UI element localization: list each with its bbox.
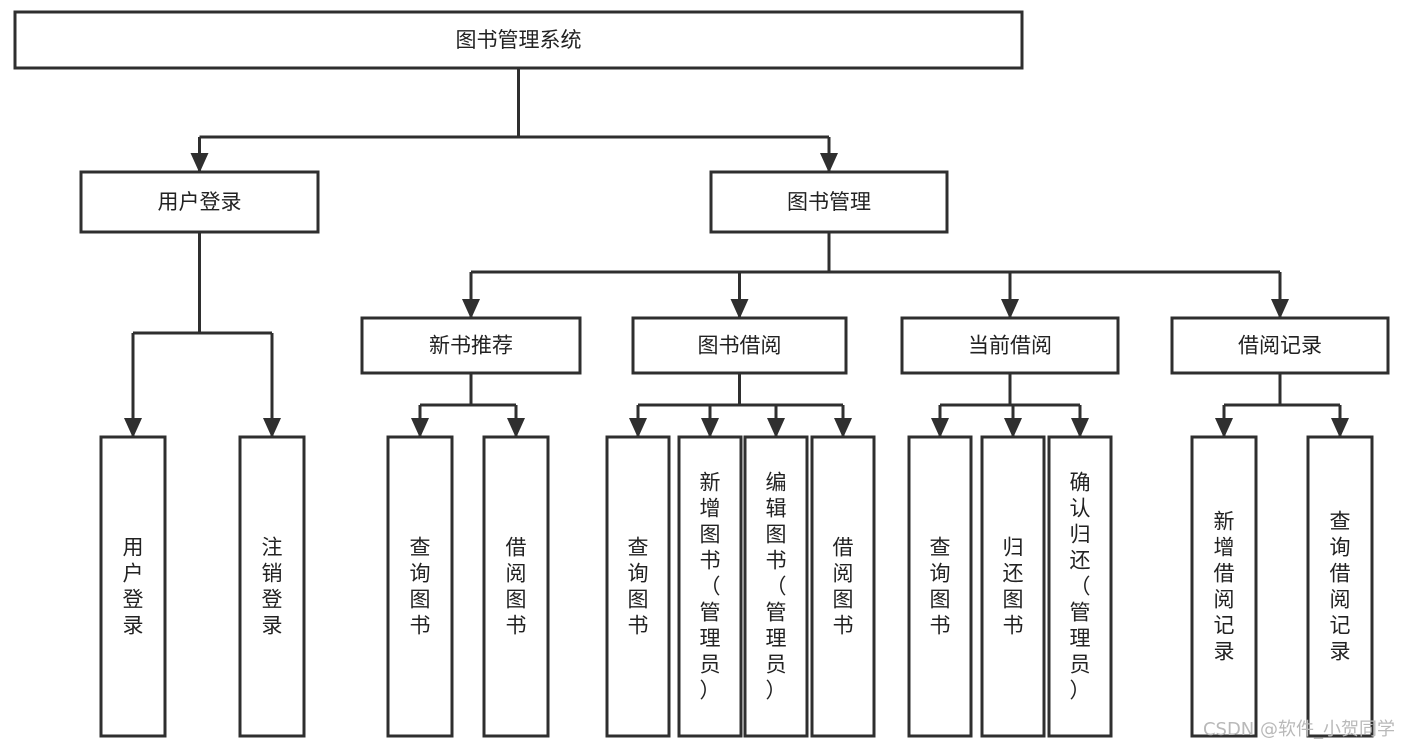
node-leaf-add-record[interactable]: 新增借阅记录 (1190, 435, 1258, 738)
node-leaf-query-book-3-label: 查询图书 (930, 536, 951, 638)
node-leaf-query-book-2[interactable]: 查询图书 (605, 435, 671, 738)
node-user-login-label: 用户登录 (158, 190, 242, 214)
node-leaf-return-book-label: 归还图书 (1003, 536, 1024, 638)
node-leaf-add-record-box (1190, 435, 1258, 738)
node-leaf-query-record-label: 查询借阅记录 (1330, 510, 1351, 664)
node-book-borrow-label: 图书借阅 (698, 334, 782, 358)
node-leaf-user-logout[interactable]: 注销登录 (238, 435, 306, 738)
node-leaf-query-book-2-label: 查询图书 (628, 536, 649, 638)
node-leaf-query-book-2-box (605, 435, 671, 738)
node-current-borrow-box (900, 316, 1120, 375)
node-layer: 图书管理系统用户登录图书管理新书推荐图书借阅当前借阅借阅记录用户登录注销登录查询… (13, 10, 1390, 738)
node-leaf-borrow-book-1[interactable]: 借阅图书 (482, 435, 550, 738)
node-book-management-box (709, 170, 949, 234)
node-borrow-record[interactable]: 借阅记录 (1170, 316, 1390, 375)
node-book-management[interactable]: 图书管理 (709, 170, 949, 234)
node-current-borrow-label: 当前借阅 (968, 334, 1052, 358)
node-leaf-user-login[interactable]: 用户登录 (99, 435, 167, 738)
node-new-book-recommend-label: 新书推荐 (429, 334, 513, 358)
node-leaf-return-book[interactable]: 归还图书 (980, 435, 1046, 738)
node-leaf-query-book-1[interactable]: 查询图书 (386, 435, 454, 738)
node-book-borrow-box (631, 316, 848, 375)
node-leaf-confirm-return-box (1047, 435, 1113, 738)
node-new-book-recommend-box (360, 316, 582, 375)
node-leaf-query-record[interactable]: 查询借阅记录 (1306, 435, 1374, 738)
node-leaf-query-book-1-box (386, 435, 454, 738)
watermark: CSDN @软件_小贺同学 (1202, 719, 1395, 740)
node-leaf-user-logout-box (238, 435, 306, 738)
node-leaf-add-book-label: 新增图书（管理员） (700, 471, 721, 703)
node-root-box (13, 10, 1024, 70)
node-leaf-query-book-3[interactable]: 查询图书 (907, 435, 973, 738)
node-leaf-query-book-3-box (907, 435, 973, 738)
node-borrow-record-box (1170, 316, 1390, 375)
node-leaf-borrow-book-1-box (482, 435, 550, 738)
node-borrow-record-label: 借阅记录 (1238, 334, 1322, 358)
node-leaf-confirm-return[interactable]: 确认归还（管理员） (1047, 435, 1113, 738)
node-leaf-edit-book-box (743, 435, 809, 738)
node-new-book-recommend[interactable]: 新书推荐 (360, 316, 582, 375)
node-leaf-return-book-box (980, 435, 1046, 738)
node-leaf-confirm-return-label: 确认归还（管理员） (1070, 471, 1091, 703)
node-book-borrow[interactable]: 图书借阅 (631, 316, 848, 375)
node-leaf-add-book[interactable]: 新增图书（管理员） (677, 435, 743, 738)
node-leaf-borrow-book-2-box (810, 435, 876, 738)
node-leaf-query-record-box (1306, 435, 1374, 738)
node-leaf-query-book-1-label: 查询图书 (410, 536, 431, 638)
node-leaf-edit-book[interactable]: 编辑图书（管理员） (743, 435, 809, 738)
node-leaf-borrow-book-1-label: 借阅图书 (506, 536, 527, 638)
node-leaf-user-login-box (99, 435, 167, 738)
node-leaf-add-book-box (677, 435, 743, 738)
node-user-login-box (79, 170, 320, 234)
node-leaf-borrow-book-2[interactable]: 借阅图书 (810, 435, 876, 738)
node-current-borrow[interactable]: 当前借阅 (900, 316, 1120, 375)
node-leaf-user-login-label: 用户登录 (123, 536, 144, 638)
node-leaf-user-logout-label: 注销登录 (262, 536, 283, 638)
node-leaf-add-record-label: 新增借阅记录 (1214, 510, 1235, 664)
node-root-label: 图书管理系统 (456, 28, 582, 52)
connector-layer (124, 68, 1349, 438)
node-leaf-borrow-book-2-label: 借阅图书 (833, 536, 854, 638)
node-leaf-edit-book-label: 编辑图书（管理员） (766, 471, 787, 703)
node-root[interactable]: 图书管理系统 (13, 10, 1024, 70)
node-book-management-label: 图书管理 (787, 190, 871, 214)
node-user-login[interactable]: 用户登录 (79, 170, 320, 234)
